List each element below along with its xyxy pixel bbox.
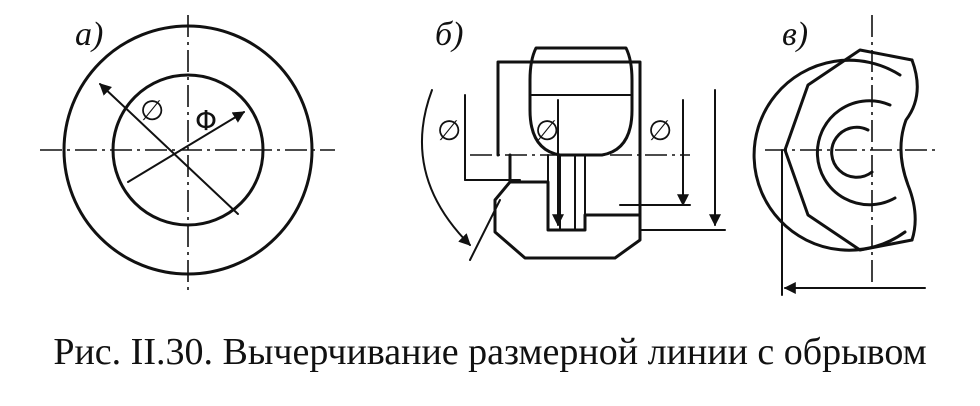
leader-line bbox=[469, 199, 501, 261]
outer-contour bbox=[496, 60, 642, 157]
inner-arc bbox=[830, 125, 874, 179]
bore-lines bbox=[547, 154, 586, 231]
outer-arc bbox=[752, 58, 907, 252]
diameter-symbol-right: ∅ bbox=[648, 114, 672, 147]
curved-arrow bbox=[421, 89, 471, 246]
middle-arc bbox=[815, 99, 897, 207]
break-line bbox=[899, 58, 919, 242]
diameter-symbol-outer: ∅ bbox=[140, 94, 164, 127]
diameter-symbol-inner: Φ bbox=[195, 104, 217, 137]
panel-a-label: а) bbox=[75, 16, 103, 53]
panel-c: в) bbox=[752, 15, 935, 296]
hatched-section bbox=[493, 180, 642, 260]
dimension-line-inner bbox=[127, 111, 246, 183]
figure-caption: Рис. II.30. Вычерчивание размерной линии… bbox=[53, 331, 927, 373]
diameter-symbol-left: ∅ bbox=[437, 114, 461, 147]
diameter-symbol-middle: ∅ bbox=[535, 114, 559, 147]
panel-a: а) ∅ Φ bbox=[40, 15, 335, 290]
panel-b: б) ∅ ∅ ∅ bbox=[421, 16, 726, 261]
panel-c-label: в) bbox=[782, 16, 808, 53]
dimension-line-outer bbox=[99, 83, 239, 215]
panel-b-label: б) bbox=[435, 16, 463, 53]
